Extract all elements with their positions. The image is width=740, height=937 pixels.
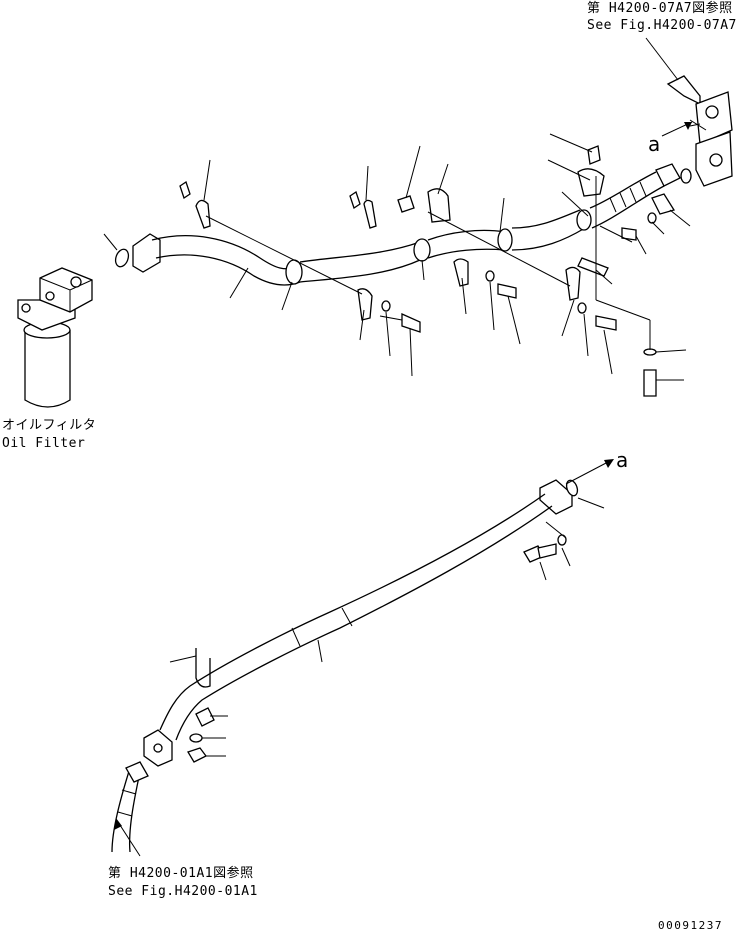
ref-bottom-jp: 第 H4200-01A1図参照 [108, 866, 254, 881]
bolts-lower [523, 534, 567, 563]
bolts-upper [379, 212, 657, 397]
drawing-number: 00091237 [658, 919, 723, 932]
ref-bottom-en: See Fig.H4200-01A1 [108, 884, 258, 899]
o-ring-lower [565, 479, 579, 497]
upper-pipe [132, 163, 681, 286]
oil-filter-assembly [17, 267, 93, 408]
marker-a-lower: a [616, 448, 629, 472]
u-bolt-assembly [187, 648, 215, 763]
leader-lines-lower [117, 497, 605, 857]
ref-top-right-jp: 第 H4200-07A7図参照 [587, 1, 733, 16]
oil-filter-label-en: Oil Filter [2, 436, 86, 451]
ref-top-right-en: See Fig.H4200-07A7 [587, 18, 737, 33]
marker-a-upper: a [648, 132, 661, 156]
o-ring-filter [114, 248, 130, 268]
clamps-upper [179, 145, 676, 321]
leader-lines-upper [203, 133, 691, 381]
lower-pipe [111, 479, 573, 853]
o-ring-right [680, 168, 692, 184]
valve-block-top-right [666, 75, 733, 187]
oil-filter-label-jp: オイルフィルタ [2, 418, 97, 433]
